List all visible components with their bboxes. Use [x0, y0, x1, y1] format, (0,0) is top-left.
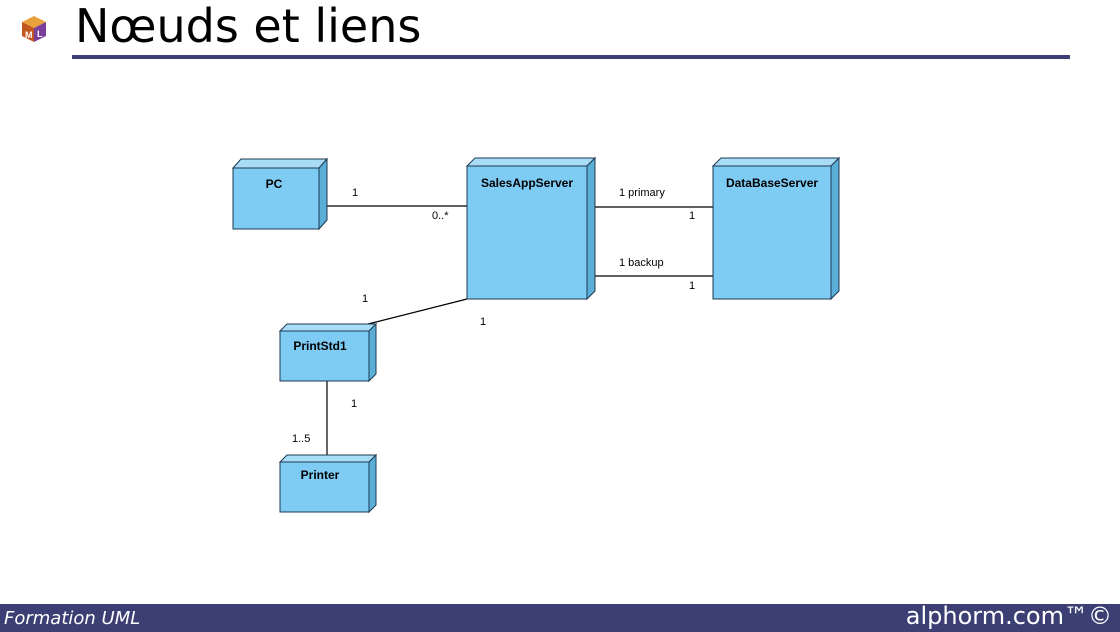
mult-print-sales-end: 1 — [362, 293, 368, 305]
mult-primary-sales-end: 1 primary — [619, 187, 665, 199]
node-pc: PC — [231, 157, 329, 231]
node-salesappserver: SalesAppServer — [465, 156, 597, 301]
footer-brand: alphorm.com™© — [905, 602, 1112, 630]
uml-cube-logo-icon: M L — [22, 16, 46, 42]
mult-pc-end: 1 — [352, 187, 358, 199]
mult-printer-end: 1..5 — [292, 433, 310, 445]
node-databaseserver-label: DataBaseServer — [726, 176, 818, 190]
node-salesappserver-label: SalesAppServer — [481, 176, 573, 190]
title-underline — [72, 55, 1070, 59]
svg-text:M: M — [25, 30, 33, 40]
node-printer-label: Printer — [301, 468, 340, 482]
deployment-diagram: PC SalesAppServer DataBaseServer PrintSt… — [231, 156, 841, 514]
node-pc-label: PC — [266, 177, 283, 191]
link-salesappserver-printstd1 — [367, 298, 468, 325]
svg-text:L: L — [37, 29, 43, 39]
mult-sales-print-end: 1 — [480, 316, 486, 328]
node-printer: Printer — [278, 453, 378, 514]
mult-printstd1-printer-end: 1 — [351, 398, 357, 410]
mult-primary-db-end: 1 — [689, 210, 695, 222]
mult-sales-pc-end: 0..* — [432, 210, 449, 222]
slide-header: M L Nœuds et liens — [0, 0, 1120, 70]
node-databaseserver: DataBaseServer — [711, 156, 841, 301]
footer-course-title: Formation UML — [4, 608, 141, 629]
node-printstd1-label: PrintStd1 — [293, 339, 347, 353]
footer-bar: Formation UML alphorm.com™© — [0, 602, 1120, 632]
node-printstd1: PrintStd1 — [278, 322, 378, 383]
page-title: Nœuds et liens — [75, 0, 422, 53]
mult-backup-db-end: 1 — [689, 280, 695, 292]
mult-backup-sales-end: 1 backup — [619, 257, 664, 269]
